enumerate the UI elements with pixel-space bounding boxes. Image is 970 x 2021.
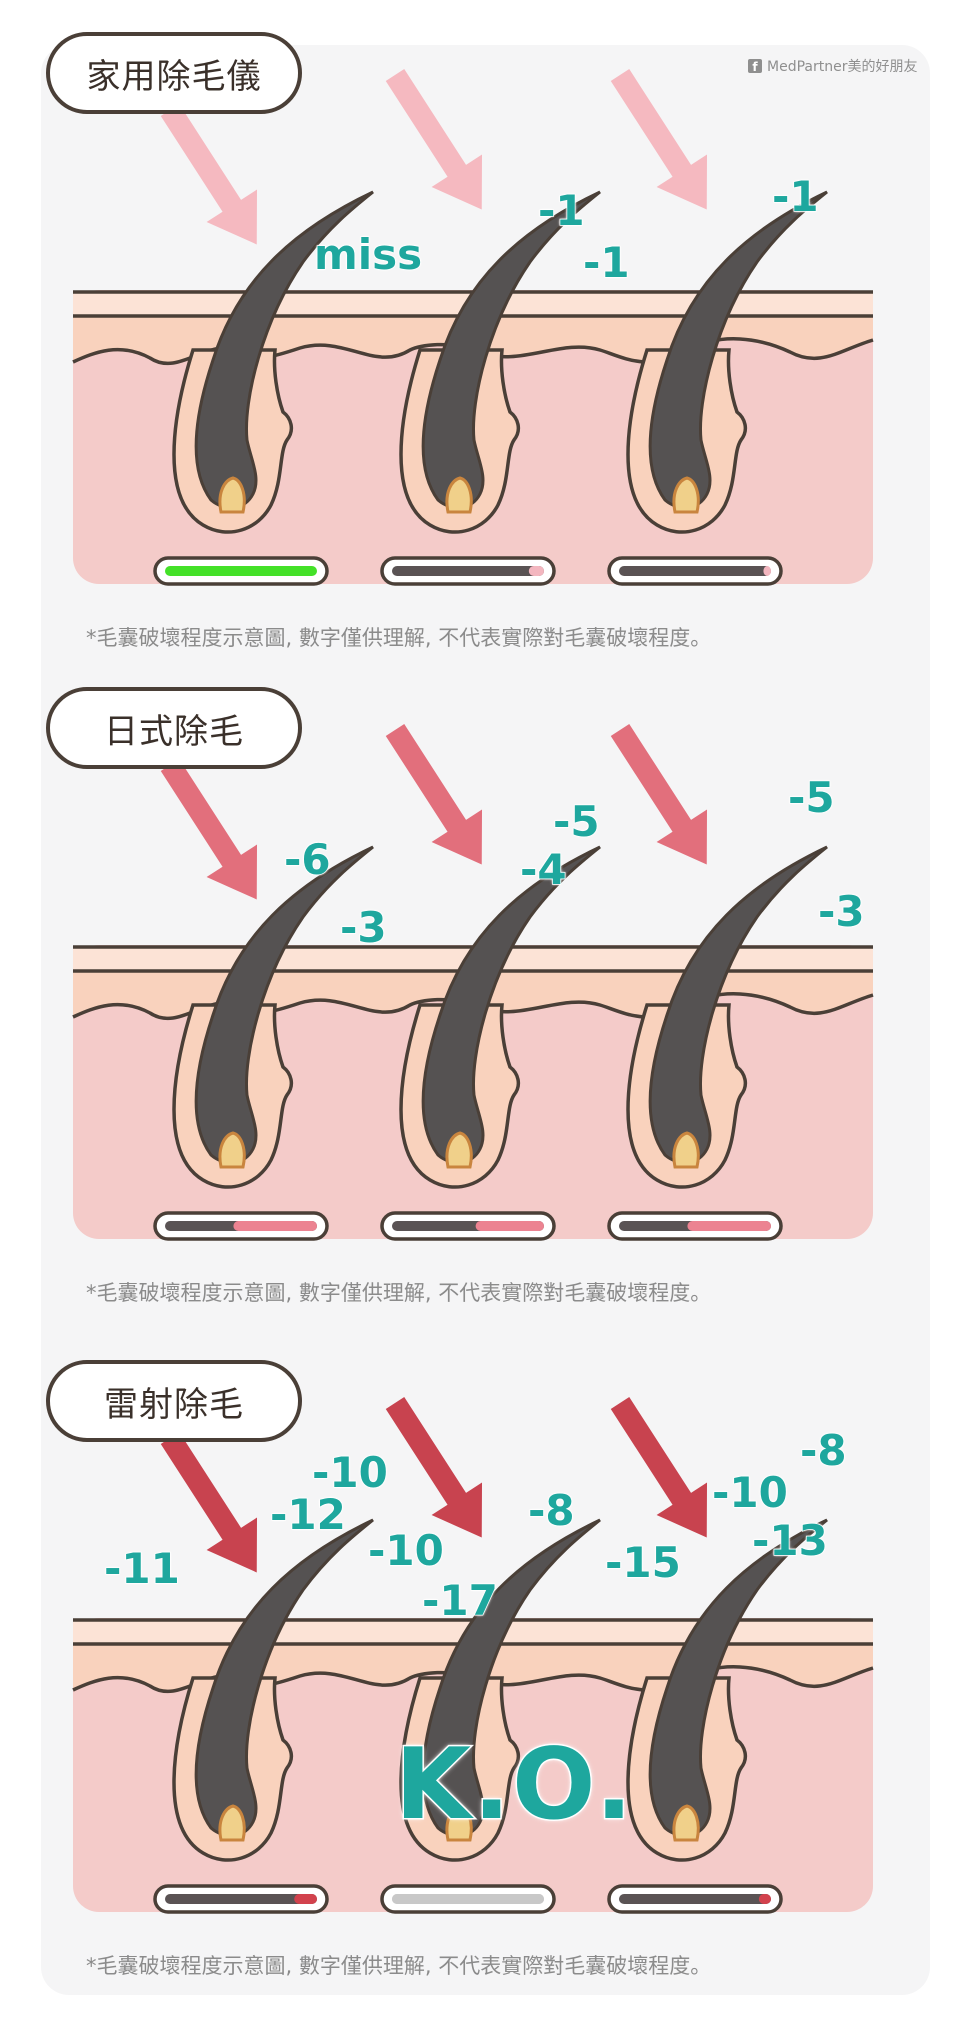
hair-bulb	[218, 1804, 246, 1842]
hair-diagram-laser	[72, 1397, 874, 1914]
hair-diagram-japanese	[72, 724, 874, 1241]
facebook-icon: f	[748, 59, 762, 73]
health-bar-fill	[233, 1221, 317, 1231]
health-bar-fill	[763, 566, 771, 576]
damage-number: -8	[527, 1485, 575, 1536]
damage-number: -10	[711, 1467, 788, 1518]
ko-label: K.O.	[394, 1727, 635, 1844]
hair-bulb	[672, 1804, 700, 1842]
section-title: 家用除毛儀	[46, 32, 302, 114]
hair-bulb	[218, 1131, 246, 1169]
hair-strand	[194, 845, 374, 1165]
hair-diagram-graphic	[72, 69, 874, 586]
damage-number: -3	[817, 886, 865, 937]
hair-strand	[648, 190, 828, 510]
energy-arrow	[385, 1397, 483, 1538]
damage-number: -10	[367, 1525, 444, 1576]
energy-arrow	[610, 69, 708, 210]
section-laser-hair-removal: 雷射除毛 -10 -12 -11 -10 -17 -8 -15 -10 -8 -…	[0, 1328, 970, 1988]
section-japanese-hair-removal: 日式除毛 -6 -3 -5 -4 -5 -3 *毛囊破壞程度示意圖, 數字僅供理…	[0, 655, 970, 1315]
hair-bulb	[445, 1131, 473, 1169]
hair-strand	[421, 1518, 601, 1838]
damage-number: -4	[519, 844, 567, 895]
hair-strand	[421, 190, 601, 510]
damage-number: -8	[799, 1425, 847, 1476]
hair-strand	[421, 845, 601, 1165]
health-bar-track	[392, 566, 544, 576]
hair-strand	[648, 845, 828, 1165]
hair-strand	[194, 1518, 374, 1838]
disclaimer-caption: *毛囊破壞程度示意圖, 數字僅供理解, 不代表實際對毛囊破壞程度。	[86, 1281, 712, 1305]
health-bar-track	[619, 566, 771, 576]
damage-number: -5	[552, 796, 600, 847]
damage-number: -1	[537, 185, 585, 236]
section-home-device: 家用除毛儀 miss -1 -1 -1 *毛囊破壞程度示意圖, 數字僅供理解, …	[0, 0, 970, 660]
section-title: 雷射除毛	[46, 1360, 302, 1442]
health-bar-fill	[294, 1894, 317, 1904]
health-bar-empty	[392, 1894, 544, 1904]
damage-number: miss	[313, 229, 423, 280]
hair-diagram-graphic	[72, 724, 874, 1241]
health-bar-track	[165, 566, 317, 576]
disclaimer-caption: *毛囊破壞程度示意圖, 數字僅供理解, 不代表實際對毛囊破壞程度。	[86, 626, 712, 650]
damage-number: -15	[604, 1537, 681, 1588]
hair-bulb	[218, 476, 246, 514]
health-bar-track	[619, 1894, 771, 1904]
energy-arrow	[385, 69, 483, 210]
damage-number: -10	[311, 1447, 388, 1498]
energy-arrow	[610, 1397, 708, 1538]
damage-number: -11	[103, 1543, 180, 1594]
energy-arrow	[160, 1432, 258, 1573]
damage-number: -1	[771, 171, 819, 222]
health-bar-fill	[528, 566, 544, 576]
damage-number: -5	[787, 772, 835, 823]
health-bar-fill	[475, 1221, 544, 1231]
energy-arrow	[385, 724, 483, 865]
hair-bulb	[672, 1131, 700, 1169]
energy-arrow	[610, 724, 708, 865]
hair-strand	[648, 1518, 828, 1838]
hair-bulb	[445, 476, 473, 514]
brand-credit[interactable]: f MedPartner美的好朋友	[748, 56, 917, 76]
disclaimer-caption: *毛囊破壞程度示意圖, 數字僅供理解, 不代表實際對毛囊破壞程度。	[86, 1954, 712, 1978]
damage-number: -6	[283, 834, 331, 885]
damage-number: -12	[269, 1489, 346, 1540]
hair-strand	[194, 190, 374, 510]
hair-bulb	[672, 476, 700, 514]
damage-number: -3	[339, 902, 387, 953]
damage-number: -1	[582, 237, 630, 288]
damage-number: -13	[751, 1515, 828, 1566]
health-bar-fill	[758, 1894, 771, 1904]
hair-diagram-graphic	[72, 1397, 874, 1914]
damage-number: -17	[421, 1575, 498, 1626]
health-bar-fill	[687, 1221, 771, 1231]
energy-arrow	[160, 759, 258, 900]
health-bar-track	[165, 1894, 317, 1904]
hair-diagram-home-device	[72, 69, 874, 586]
energy-arrow	[160, 104, 258, 245]
section-title: 日式除毛	[46, 687, 302, 769]
hair-bulb	[445, 1804, 473, 1842]
brand-label: MedPartner美的好朋友	[767, 59, 918, 75]
